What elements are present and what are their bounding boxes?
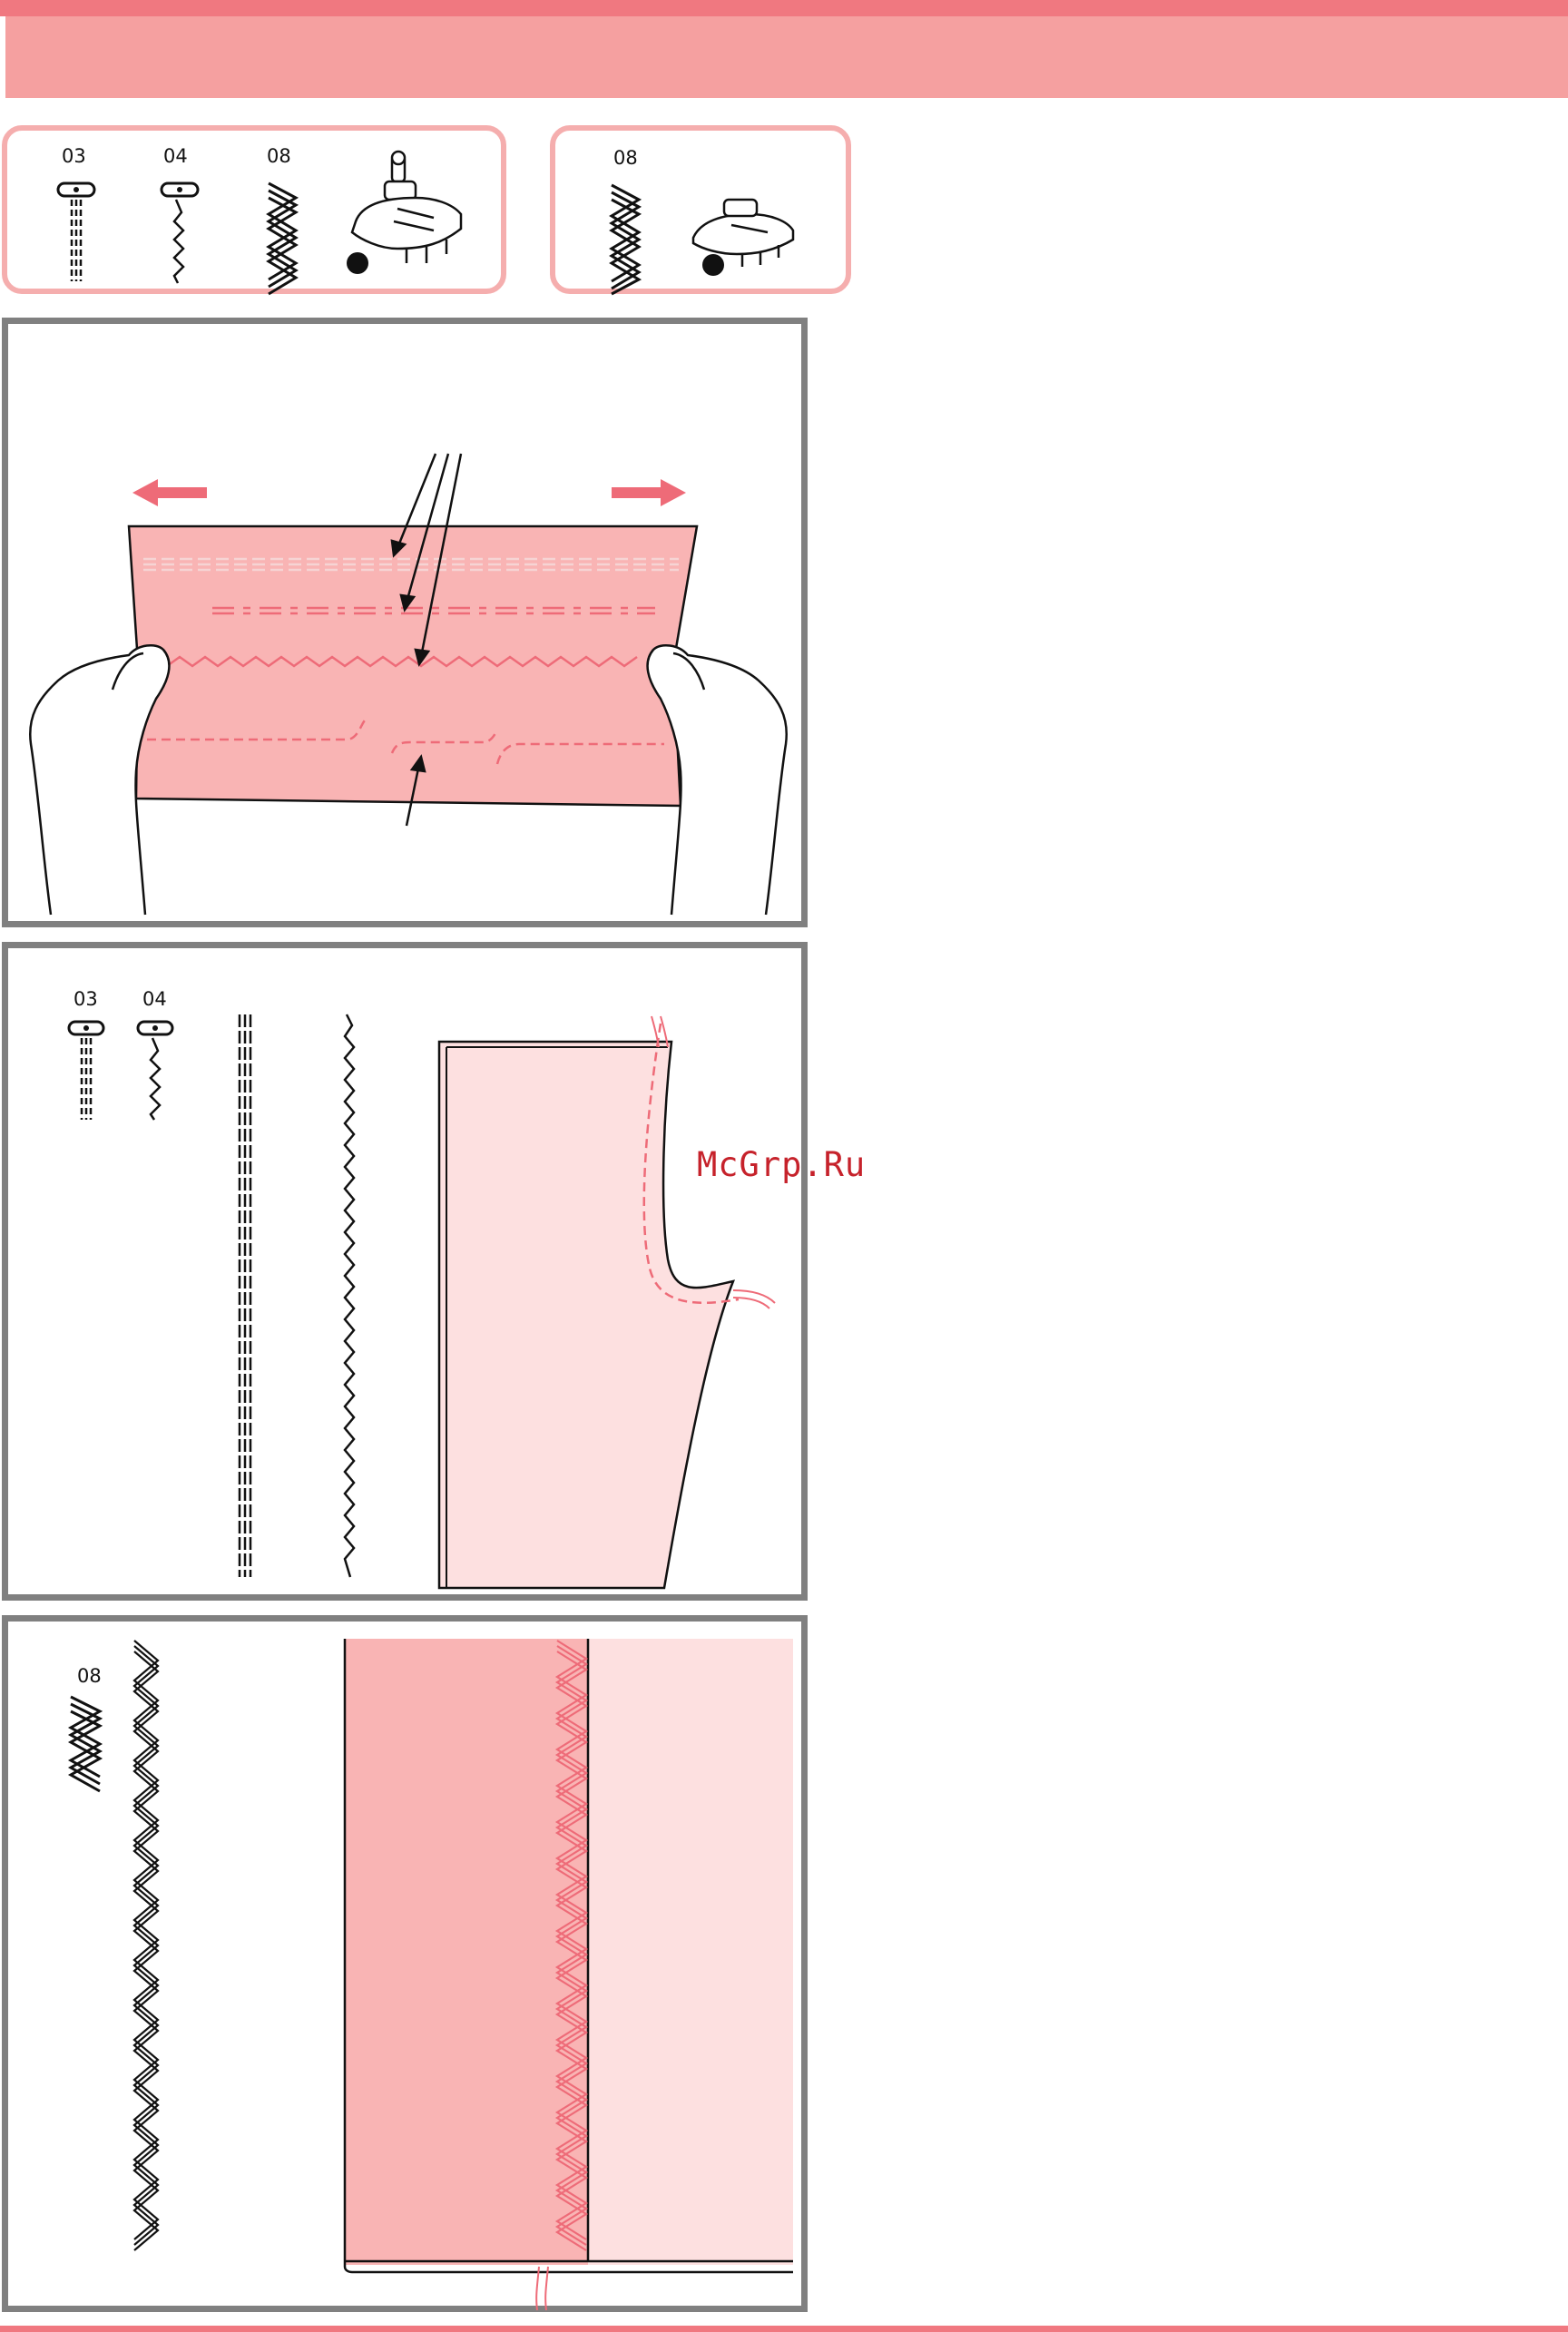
stretch-illustration: [2, 318, 808, 927]
garment-piece: [439, 1042, 733, 1588]
seam-illustration: [2, 942, 808, 1601]
illustration-panel-stretch: [2, 318, 808, 927]
straight-stretch-stitch-sample: [240, 1014, 250, 1577]
illustration-panel-stretch-seam: 03 04: [2, 942, 808, 1601]
triple-zigzag-stitch-sample: [134, 1641, 158, 2250]
lightning-stitch-icon: [138, 1022, 172, 1120]
dot-icon: [347, 252, 368, 274]
footer-line: [0, 2326, 1568, 2332]
stitch-selection-box-2: 08: [550, 125, 851, 294]
fabric-layer-dark: [345, 1639, 588, 2265]
dot-icon: [702, 254, 724, 276]
overcast-illustration: [2, 1615, 808, 2312]
fabric-swatch: [129, 526, 697, 806]
illustration-panel-overcast: 08: [2, 1615, 808, 2312]
arrow-left-icon: [132, 479, 207, 506]
lightning-stitch-icon: [162, 183, 198, 283]
triple-zigzag-stitch-icon: [269, 183, 296, 294]
header-bar: [5, 16, 1568, 98]
watermark: McGrp.Ru: [697, 1145, 866, 1184]
straight-stretch-stitch-icon: [58, 183, 94, 281]
triple-zigzag-stitch-icon: [612, 185, 639, 294]
presser-foot-icon: [352, 152, 461, 263]
straight-stretch-stitch-icon: [69, 1022, 103, 1120]
lightning-stitch-sample: [345, 1014, 354, 1577]
stitch-selection-box-1: 03 04 08: [2, 125, 506, 294]
stitch-icons-row: [7, 131, 512, 299]
triple-zigzag-stitch-icon: [71, 1697, 100, 1791]
header-top-strip: [0, 0, 1568, 16]
stitch-icons-row-2: [555, 131, 857, 299]
arrow-right-icon: [612, 479, 686, 506]
